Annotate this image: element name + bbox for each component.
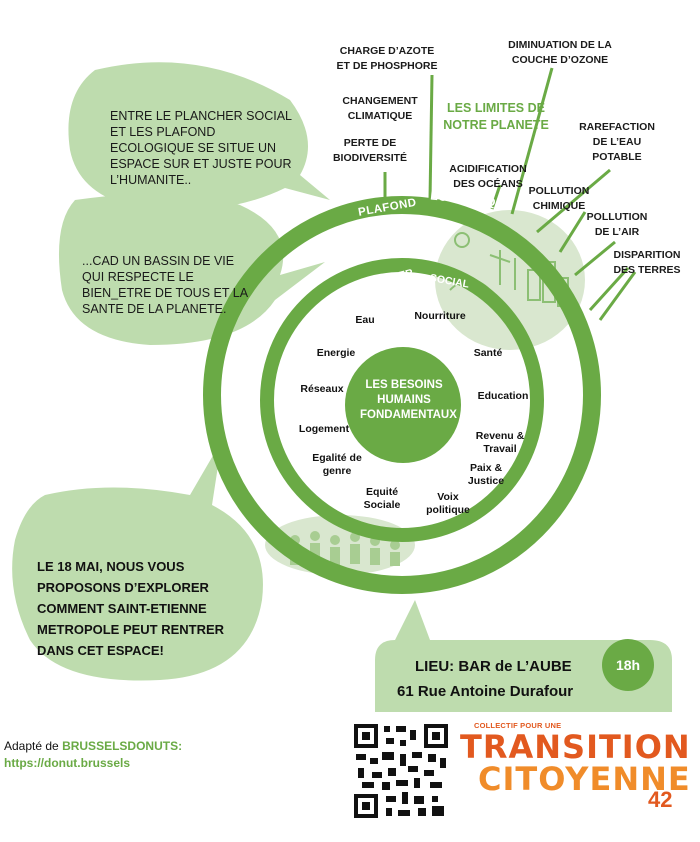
credit-source-a: BRUSSELS bbox=[62, 739, 128, 753]
need-sante: Santé bbox=[473, 347, 503, 359]
brand-tagline: COLLECTIF POUR UNE bbox=[474, 721, 562, 730]
center-label: LES BESOINS HUMAINS FONDAMENTAUX bbox=[360, 379, 457, 421]
speech-bubble-top bbox=[68, 62, 330, 211]
need-eau: Eau bbox=[355, 314, 375, 326]
bubble-middle-text: ...CAD UN BASSIN DE VIE QUI RESPECTE LE … bbox=[82, 254, 248, 316]
qr-code-icon[interactable] bbox=[352, 722, 450, 820]
need-reseaux: Réseaux bbox=[300, 383, 344, 395]
need-energie: Energie bbox=[316, 347, 356, 359]
credit-line: Adapté de BRUSSELSDONUTS: bbox=[4, 738, 204, 755]
event-time: 18h bbox=[615, 657, 641, 673]
inner-ring bbox=[260, 258, 544, 542]
time-badge bbox=[602, 639, 654, 691]
limit-lines bbox=[383, 67, 637, 321]
venue-address: 61 Rue Antoine Durafour bbox=[397, 683, 574, 700]
need-logement: Logement bbox=[298, 423, 350, 435]
limit-pollution-chimique: POLLUTION CHIMIQUE bbox=[528, 185, 590, 212]
brand-line2: CITOYENNE bbox=[478, 760, 691, 798]
limit-eau-potable: RAREFACTION DE L’EAU POTABLE bbox=[579, 121, 655, 163]
credit-prefix: Adapté de bbox=[4, 739, 63, 753]
credit-source-b: DONUTS: bbox=[127, 739, 183, 753]
limits-title: LES LIMITES DE NOTRE PLANETE bbox=[443, 101, 549, 132]
limit-oceans: ACIDIFICATION DES OCÉANS bbox=[449, 163, 527, 190]
limit-biodiversite: PERTE DE BIODIVERSITÉ bbox=[332, 137, 408, 164]
city-illustration bbox=[435, 210, 585, 350]
need-egalite-genre: Egalité de genre bbox=[312, 452, 362, 477]
limit-climat: CHANGEMENT CLIMATIQUE bbox=[342, 95, 418, 122]
need-revenu-travail: Revenu & Travail bbox=[475, 430, 525, 455]
qr-code-graphic bbox=[352, 722, 450, 820]
bubble-bottom-text: LE 18 MAI, NOUS VOUS PROPOSONS D’EXPLORE… bbox=[37, 559, 225, 658]
outer-ring bbox=[203, 196, 601, 594]
venue-name: LIEU: BAR de L’AUBE bbox=[415, 658, 572, 675]
limit-disparition-terres: DISPARITION DES TERRES bbox=[613, 249, 681, 276]
credit-url-link[interactable]: https://donut.brussels bbox=[4, 756, 130, 770]
limit-ozone: DIMINUATION DE LA COUCHE D’OZONE bbox=[508, 39, 612, 66]
speech-bubble-middle bbox=[58, 193, 325, 345]
need-paix-justice: Paix & Justice bbox=[467, 462, 505, 487]
need-education: Education bbox=[477, 390, 529, 402]
inner-ring-label: PLANCHER SOCIAL bbox=[355, 267, 495, 296]
bubble-top-text: ENTRE LE PLANCHER SOCIAL ET LES PLAFOND … bbox=[110, 109, 292, 187]
need-nourriture: Nourriture bbox=[414, 310, 466, 322]
limit-pollution-air: POLLUTION DE L’AIR bbox=[586, 211, 648, 238]
speech-bubble-bottom bbox=[12, 440, 263, 681]
center-circle bbox=[345, 347, 461, 463]
venue-bubble bbox=[375, 600, 672, 712]
limit-azote: CHARGE D’AZOTE ET DE PHOSPHORE bbox=[336, 45, 438, 72]
brand-number: 42 bbox=[648, 787, 673, 812]
need-voix-politique: Voix politique bbox=[426, 491, 470, 516]
brand-line1: TRANSITION bbox=[460, 728, 691, 766]
need-equite-sociale: Equité Sociale bbox=[363, 486, 401, 511]
